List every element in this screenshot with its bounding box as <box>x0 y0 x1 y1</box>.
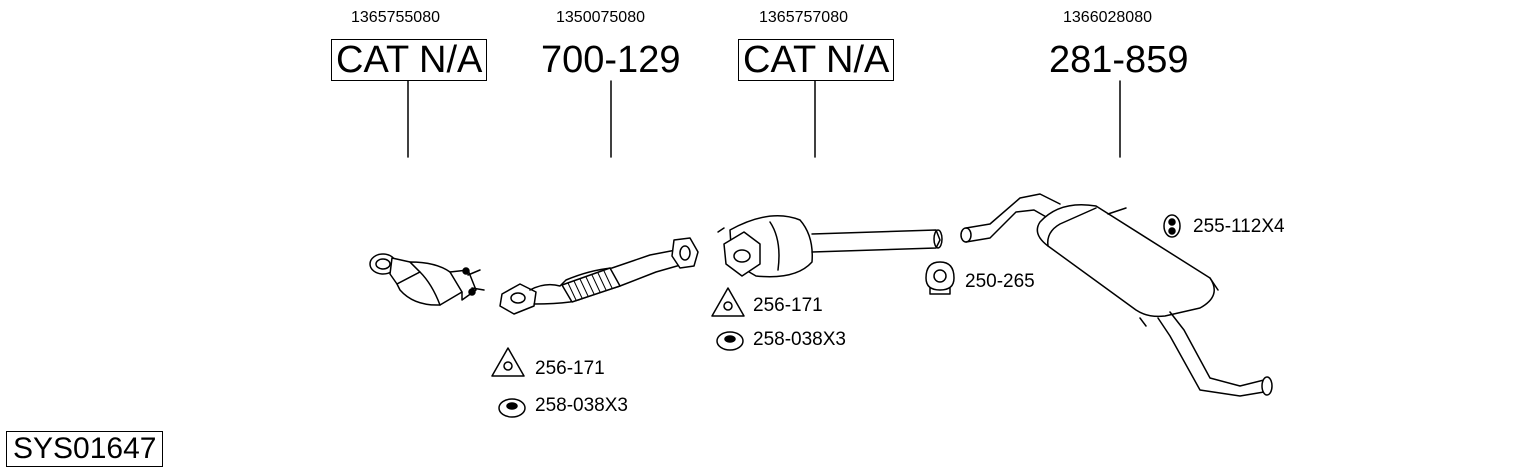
front-pipe-drawing <box>499 237 699 315</box>
oem-number-2: 1350075080 <box>556 9 645 26</box>
oem-number-3: 1365757080 <box>759 9 848 26</box>
gasket-front-icon <box>491 347 525 377</box>
nut-front-icon <box>498 398 526 418</box>
nut-mid-icon <box>716 331 744 351</box>
gasket-mid-label: 256-171 <box>753 295 823 316</box>
clamp-icon <box>925 261 955 295</box>
nut-front-label: 258-038X3 <box>535 395 628 416</box>
part-label-catalyst-mid: CAT N/A <box>738 39 895 81</box>
clamp-label: 250-265 <box>965 271 1035 292</box>
system-code: SYS01647 <box>6 431 164 467</box>
oem-number-1: 1365755080 <box>351 9 440 26</box>
oem-number-4: 1366028080 <box>1063 9 1152 26</box>
gasket-front-label: 256-171 <box>535 358 605 379</box>
front-catalyst-drawing <box>369 253 485 306</box>
part-label-rear-silencer: 281-859 <box>1049 39 1189 81</box>
rubber-mount-label: 255-112X4 <box>1193 216 1285 237</box>
nut-mid-label: 258-038X3 <box>753 329 846 350</box>
rear-silencer-drawing <box>960 193 1273 397</box>
gasket-mid-icon <box>711 287 745 317</box>
mid-catalyst-drawing <box>717 215 943 278</box>
part-label-front-pipe: 700-129 <box>541 39 681 81</box>
rubber-mount-icon <box>1163 214 1181 238</box>
part-label-catalyst-front: CAT N/A <box>331 39 488 81</box>
